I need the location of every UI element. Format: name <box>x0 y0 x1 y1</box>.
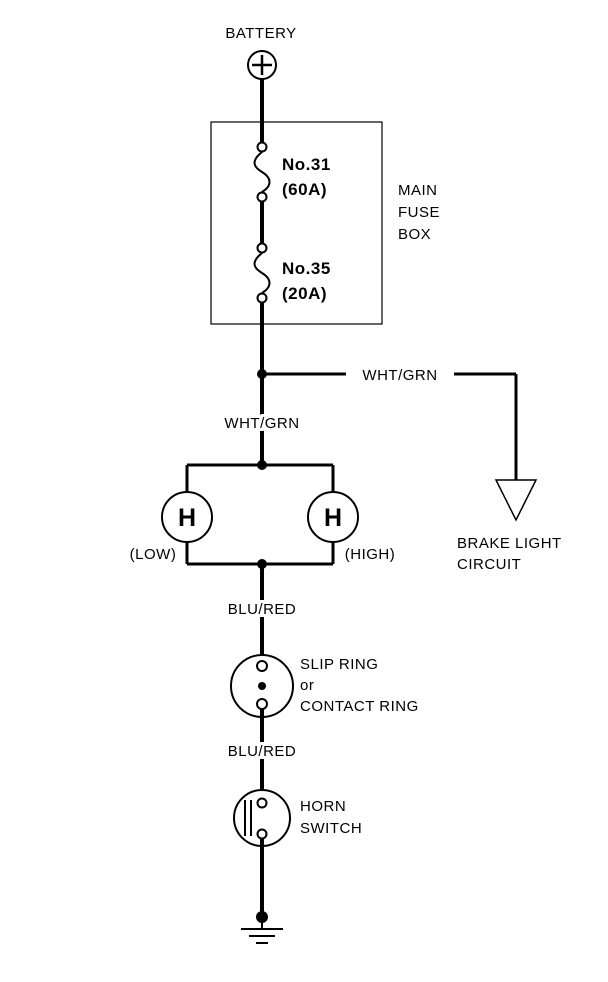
fuse-31-icon <box>253 141 271 203</box>
fuse-31-rating: (60A) <box>282 180 327 199</box>
brake-light-label-line1: BRAKE LIGHT <box>457 535 562 552</box>
horn-low-label: (LOW) <box>130 546 177 563</box>
slip-ring-label-line2: or <box>300 677 314 694</box>
fuse-35-icon <box>253 242 271 304</box>
slip-ring-label-line3: CONTACT RING <box>300 698 419 715</box>
battery-terminal-icon <box>247 50 277 80</box>
main-fuse-box <box>210 121 383 325</box>
ground-icon <box>241 917 283 944</box>
horn-switch-label-line2: SWITCH <box>300 820 362 837</box>
fuse-box-label-line3: BOX <box>398 226 431 243</box>
fuse-31-number: No.31 <box>282 155 331 174</box>
brake-branch-wire-label: WHT/GRN <box>362 367 437 384</box>
fuse-35-number: No.35 <box>282 259 331 278</box>
fuse-box-label-line2: FUSE <box>398 204 440 221</box>
brake-light-label-line2: CIRCUIT <box>457 556 521 573</box>
horn-low-glyph: H <box>178 504 196 532</box>
brake-light-arrow-icon <box>494 479 538 522</box>
horn-return-wire-label: BLU/RED <box>228 601 297 618</box>
slip-ring-label-line1: SLIP RING <box>300 656 378 673</box>
horn-high-glyph: H <box>324 504 342 532</box>
fuse-box-label-line1: MAIN <box>398 182 438 199</box>
switch-feed-wire-label: BLU/RED <box>228 743 297 760</box>
battery-label: BATTERY <box>225 25 296 42</box>
slip-ring-icon <box>230 654 294 718</box>
fuse-35-rating: (20A) <box>282 284 327 303</box>
horn-feed-wire-label: WHT/GRN <box>224 415 299 432</box>
horn-high-label: (HIGH) <box>345 546 396 563</box>
horn-switch-label-line1: HORN <box>300 798 346 815</box>
horn-switch-icon <box>233 789 291 847</box>
